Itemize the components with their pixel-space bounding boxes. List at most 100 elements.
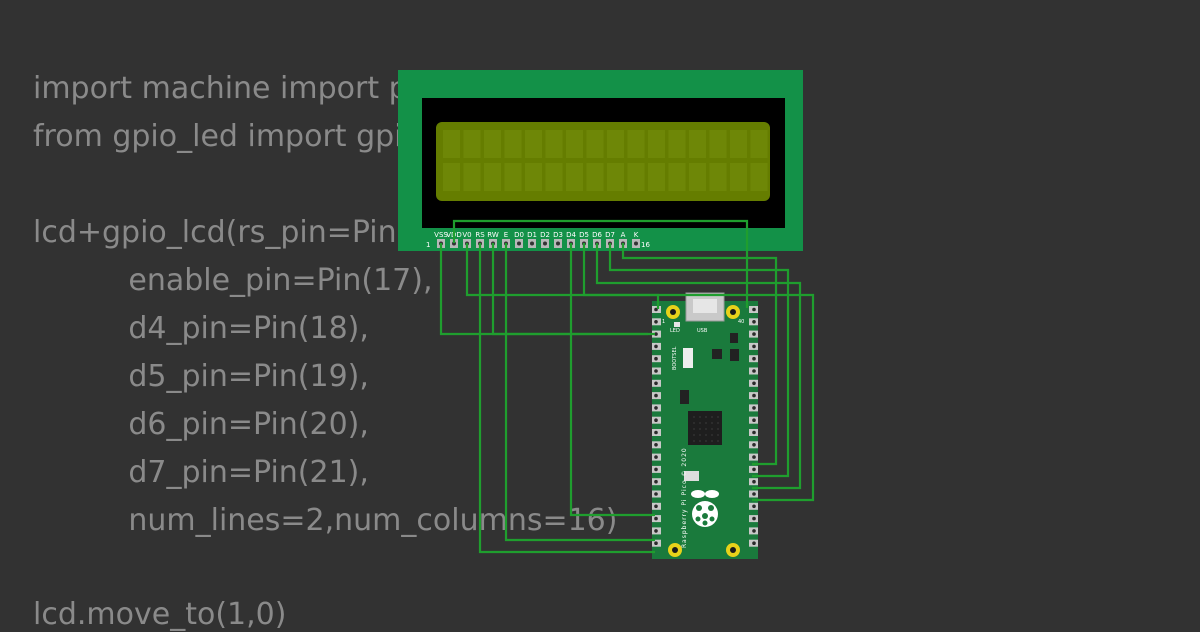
chip-dot — [717, 428, 719, 430]
lcd-pin-hole — [556, 241, 560, 246]
pico-pin-hole — [752, 307, 756, 312]
code-line: from gpio_led import gpi — [33, 119, 403, 154]
chip-dot — [705, 428, 707, 430]
chip-dot — [711, 440, 713, 442]
lcd-char-cell — [443, 130, 460, 158]
chip-dot — [705, 422, 707, 424]
lcd-char-cell — [709, 163, 727, 191]
lcd-pin-hole — [634, 241, 638, 246]
led-label: LED — [670, 328, 680, 334]
pico-pin-hole — [654, 529, 658, 533]
lcd-pin-hole — [517, 241, 521, 246]
raspberry-pi-pico[interactable]: 1 40 LED USB BOOTSEL Raspberry Pi Pico ©… — [652, 292, 758, 559]
lcd-char-cell — [545, 130, 563, 158]
code-line: d5_pin=Pin(19), — [33, 359, 369, 394]
pico-pin-40-label: 40 — [738, 319, 744, 325]
pico-pin-hole — [752, 467, 756, 472]
lcd-char-cell — [750, 163, 768, 191]
lcd-pin-label: K — [634, 231, 639, 239]
wire-v0[interactable] — [465, 243, 660, 309]
pico-pin-hole — [752, 455, 756, 459]
lcd-pin-last-number: 16 — [641, 241, 650, 249]
code-line: lcd.move_to(1,0) — [33, 597, 287, 632]
chip-dot — [711, 428, 713, 430]
code-line: num_lines=2,num_columns=16) — [33, 503, 618, 538]
pico-pin-hole — [752, 356, 756, 361]
chip-dot — [705, 434, 707, 436]
flash-chip — [684, 471, 699, 481]
pico-pin-hole — [654, 443, 658, 447]
wire-vss[interactable] — [439, 243, 648, 336]
lcd-char-cell — [525, 163, 542, 191]
lcd-char-cell — [525, 130, 542, 158]
wires — [439, 219, 815, 554]
raspberry-logo-icon — [691, 490, 719, 527]
chip-dot — [699, 428, 701, 430]
pico-pin-hole — [752, 418, 756, 423]
lcd-char-cell — [668, 130, 686, 158]
lcd-pin-label: A — [621, 231, 626, 239]
wire-d7[interactable] — [608, 243, 790, 478]
lcd-char-cell — [648, 130, 665, 158]
chip-dot — [717, 434, 719, 436]
lcd-char-cell — [504, 130, 522, 158]
lcd-char-cell — [689, 163, 706, 191]
pico-left-pin-row — [652, 306, 661, 547]
lcd-pin-hole — [530, 241, 534, 246]
chip-dot — [693, 416, 695, 418]
pico-pin-hole — [654, 418, 658, 423]
pico-pin-hole — [654, 455, 658, 459]
lcd-pin-first-number: 1 — [426, 241, 430, 249]
code-line: d4_pin=Pin(18), — [33, 311, 369, 346]
chip-small — [680, 390, 689, 404]
wire-d6[interactable] — [595, 243, 802, 490]
pico-pin-hole — [654, 344, 658, 349]
chip-dot — [711, 422, 713, 424]
pico-pin-hole — [752, 430, 756, 435]
lcd-pin-label: D7 — [605, 231, 615, 239]
lcd-char-cell — [709, 130, 727, 158]
chip-dot — [693, 422, 695, 424]
wire-a[interactable] — [621, 243, 778, 466]
lcd-char-cell — [504, 163, 522, 191]
code-line: enable_pin=Pin(17), — [33, 263, 433, 298]
wire-e[interactable] — [504, 243, 655, 542]
pico-pin-hole — [752, 393, 756, 398]
lcd-char-cell — [607, 163, 624, 191]
pico-pin-hole — [654, 356, 658, 361]
lcd-pin-label: E — [504, 231, 508, 239]
pico-pin-hole — [752, 516, 756, 521]
lcd-char-cell — [586, 163, 604, 191]
lcd-char-cell — [668, 163, 686, 191]
code-line: d7_pin=Pin(21), — [33, 455, 369, 490]
wire-d4[interactable] — [569, 243, 655, 517]
pico-pin-hole — [654, 320, 658, 324]
chip-dot — [705, 416, 707, 418]
lcd-char-cell — [750, 130, 768, 158]
pico-pin-hole — [752, 332, 756, 336]
pico-pin-hole — [654, 393, 658, 398]
chip-dot — [693, 428, 695, 430]
pico-pin-hole — [654, 430, 658, 435]
lcd-char-cell — [566, 130, 583, 158]
pico-pin-hole — [654, 406, 658, 410]
wire-rw[interactable] — [491, 243, 655, 336]
wire-d5[interactable] — [582, 243, 815, 502]
lcd-char-cell — [586, 130, 604, 158]
lcd-pin-label: D3 — [553, 231, 563, 239]
wire-rs[interactable] — [478, 243, 655, 554]
pico-pin-hole — [752, 492, 756, 496]
wire-vdd[interactable] — [452, 219, 749, 308]
pico-pin-hole — [654, 541, 658, 545]
lcd-char-cell — [730, 130, 747, 158]
pico-pin-hole — [752, 369, 756, 373]
lcd-char-cell — [463, 130, 481, 158]
bootsel-button[interactable] — [683, 348, 693, 368]
pico-pin-1-label: 1 — [662, 319, 665, 325]
lcd-pin-label: D2 — [540, 231, 550, 239]
lcd-char-cell — [689, 130, 706, 158]
lcd-pin-label: D1 — [527, 231, 537, 239]
